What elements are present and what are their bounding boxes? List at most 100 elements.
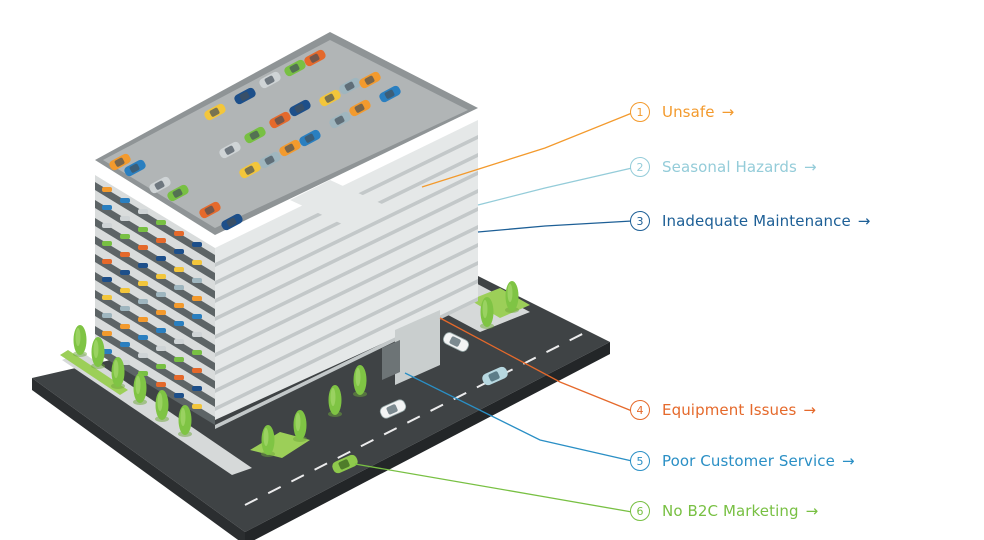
floor-band bbox=[215, 207, 478, 339]
car-icon bbox=[239, 161, 261, 179]
car-icon bbox=[221, 213, 243, 231]
car-icon bbox=[149, 176, 171, 194]
arrow-right-icon: → bbox=[803, 401, 816, 419]
car-icon bbox=[174, 393, 184, 398]
car-icon bbox=[138, 353, 148, 358]
tree-icon bbox=[261, 425, 275, 457]
car-icon bbox=[174, 249, 184, 254]
callout-inadequate-maintenance[interactable]: 3 Inadequate Maintenance → bbox=[630, 211, 870, 231]
car-icon bbox=[329, 111, 351, 129]
car-icon bbox=[284, 59, 306, 77]
car-icon bbox=[138, 299, 148, 304]
car-icon bbox=[174, 339, 184, 344]
car-icon bbox=[174, 285, 184, 290]
car-icon bbox=[102, 313, 112, 318]
car-icon bbox=[120, 234, 130, 239]
car-icon bbox=[192, 404, 202, 409]
callout-label: Seasonal Hazards bbox=[662, 158, 797, 176]
car-icon bbox=[192, 314, 202, 319]
car-icon bbox=[102, 331, 112, 336]
arrow-right-icon: → bbox=[803, 158, 817, 176]
car-icon bbox=[120, 324, 130, 329]
car-icon bbox=[379, 399, 407, 419]
floor-band bbox=[215, 225, 478, 357]
floor-band bbox=[215, 243, 478, 375]
car-icon bbox=[192, 350, 202, 355]
callout-label: Poor Customer Service bbox=[662, 452, 835, 470]
car-icon bbox=[319, 89, 341, 107]
car-icon bbox=[120, 198, 130, 203]
car-icon bbox=[442, 332, 470, 352]
car-icon bbox=[192, 386, 202, 391]
car-icon bbox=[332, 454, 358, 474]
car-icon bbox=[359, 71, 381, 89]
car-icon bbox=[259, 71, 281, 89]
number-badge: 2 bbox=[630, 157, 650, 177]
tree-icon bbox=[353, 365, 367, 397]
car-icon bbox=[349, 99, 371, 117]
car-icon bbox=[192, 278, 202, 283]
callout-seasonal-hazards[interactable]: 2 Seasonal Hazards → bbox=[630, 157, 817, 177]
tree-icon bbox=[155, 390, 169, 422]
garage-building bbox=[95, 32, 478, 429]
car-icon bbox=[138, 209, 148, 214]
tree-icon bbox=[328, 385, 342, 417]
floor-band bbox=[215, 189, 478, 321]
callout-unsafe[interactable]: 1 Unsafe → bbox=[630, 102, 734, 122]
callout-label: Unsafe bbox=[662, 103, 715, 121]
car-icon bbox=[199, 201, 221, 219]
tree-icon bbox=[178, 405, 192, 437]
car-icon bbox=[120, 288, 130, 293]
car-icon bbox=[156, 310, 166, 315]
tree-icon bbox=[91, 337, 105, 369]
car-icon bbox=[138, 227, 148, 232]
car-icon bbox=[138, 317, 148, 322]
floor-band bbox=[215, 261, 478, 393]
car-icon bbox=[102, 277, 112, 282]
car-icon bbox=[174, 357, 184, 362]
car-icon bbox=[102, 187, 112, 192]
car-icon bbox=[120, 252, 130, 257]
car-icon bbox=[204, 103, 226, 121]
car-icon bbox=[289, 99, 311, 117]
car-icon bbox=[156, 346, 166, 351]
car-icon bbox=[120, 270, 130, 275]
leader-line-1 bbox=[421, 112, 633, 188]
car-icon bbox=[174, 303, 184, 308]
floor-band bbox=[215, 279, 478, 411]
car-icon bbox=[102, 259, 112, 264]
car-icon bbox=[234, 87, 256, 105]
car-icon bbox=[192, 260, 202, 265]
car-icon bbox=[138, 263, 148, 268]
number-badge: 6 bbox=[630, 501, 650, 521]
car-icon bbox=[192, 296, 202, 301]
car-icon bbox=[192, 332, 202, 337]
car-icon bbox=[174, 321, 184, 326]
callout-label: No B2C Marketing bbox=[662, 502, 799, 520]
street-cars bbox=[332, 332, 508, 474]
number-badge: 5 bbox=[630, 451, 650, 471]
car-icon bbox=[102, 349, 112, 354]
car-icon bbox=[379, 85, 401, 103]
car-icon bbox=[156, 328, 166, 333]
tree-icon bbox=[73, 325, 87, 357]
car-icon bbox=[138, 245, 148, 250]
tree-icon bbox=[133, 373, 147, 405]
arrow-right-icon: → bbox=[805, 502, 819, 520]
callout-equipment-issues[interactable]: 4 Equipment Issues → bbox=[630, 400, 816, 420]
callout-poor-customer-service[interactable]: 5 Poor Customer Service → bbox=[630, 451, 855, 471]
car-icon bbox=[304, 49, 326, 67]
number-badge: 1 bbox=[630, 102, 650, 122]
tree-icon bbox=[293, 410, 307, 442]
car-icon bbox=[167, 184, 189, 202]
car-icon bbox=[156, 364, 166, 369]
callout-no-b2c-marketing[interactable]: 6 No B2C Marketing → bbox=[630, 501, 818, 521]
car-icon bbox=[259, 151, 281, 169]
leader-line-6 bbox=[354, 463, 633, 513]
car-icon bbox=[138, 281, 148, 286]
car-icon bbox=[156, 238, 166, 243]
car-icon bbox=[174, 231, 184, 236]
car-icon bbox=[156, 274, 166, 279]
leader-line-4 bbox=[439, 317, 633, 412]
